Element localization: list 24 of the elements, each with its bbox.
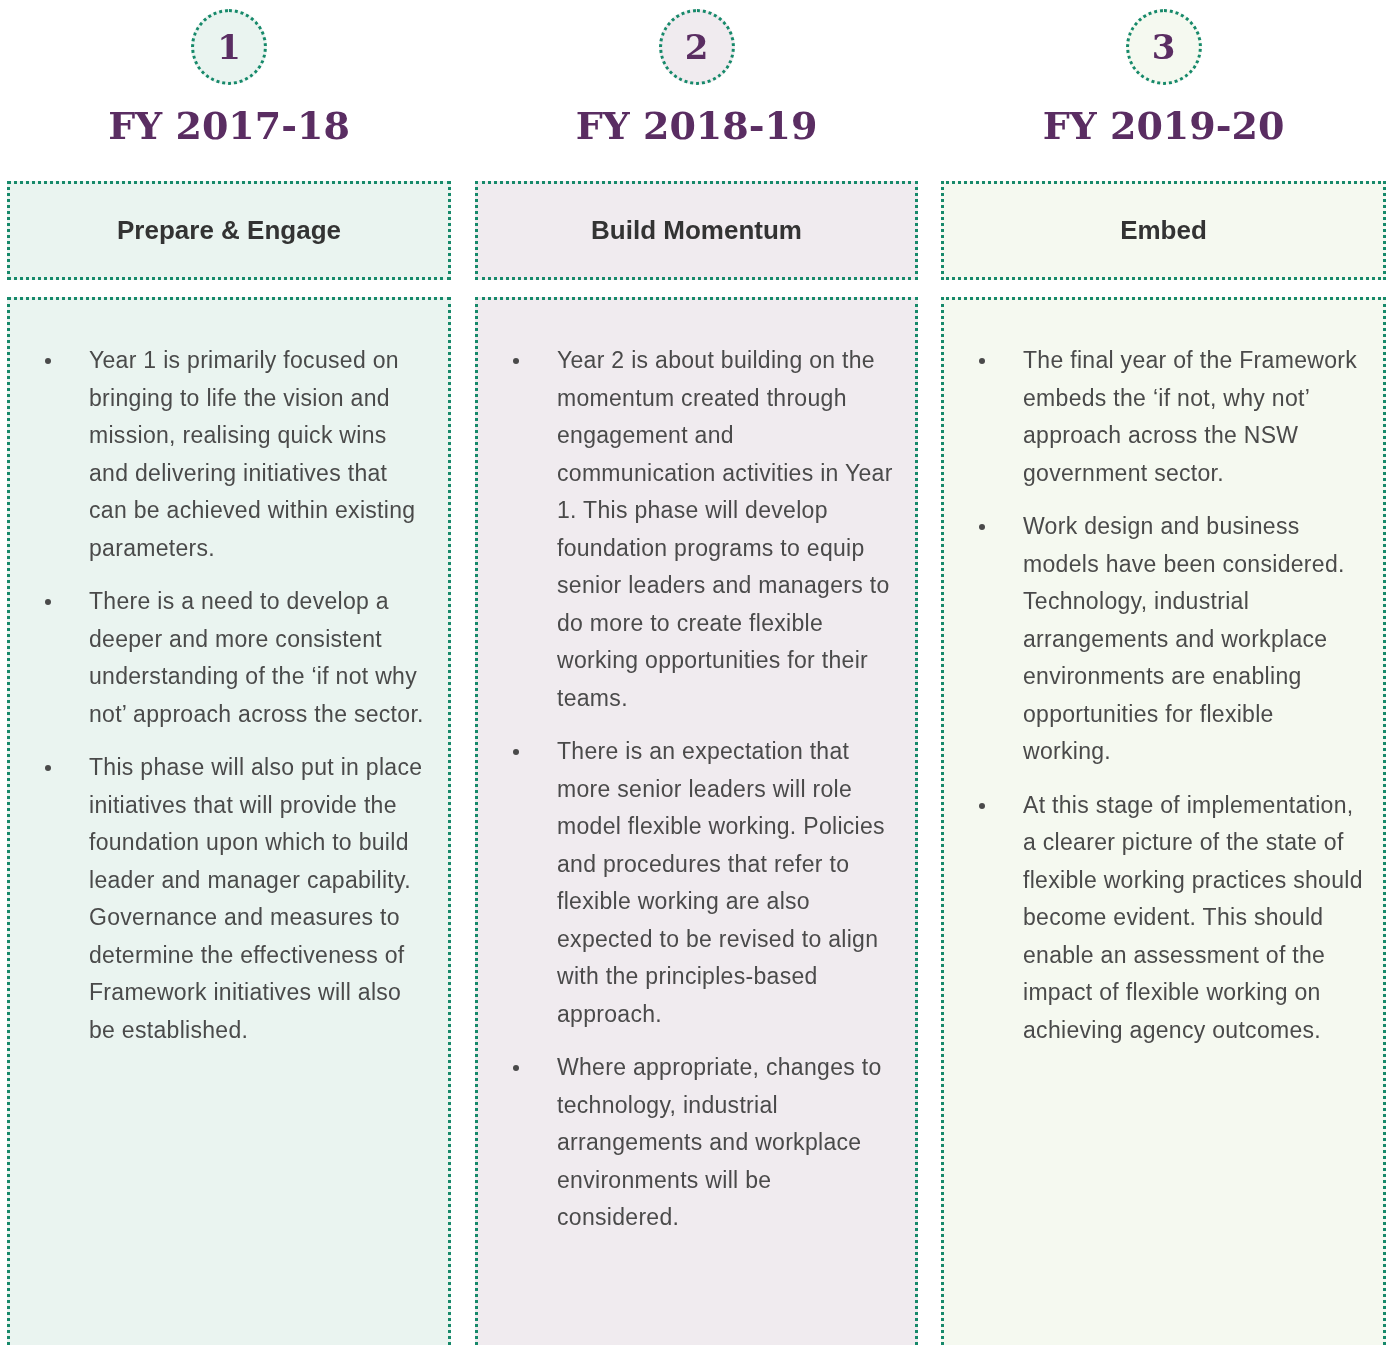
description-panel: [475, 297, 918, 1345]
year-heading: FY 2018-19: [575, 103, 818, 148]
step-number: 3: [1151, 27, 1176, 67]
bullet-text: There is a need to develop a deeper and more consistent understanding of the ‘if not why not’ approach across the sector.: [89, 588, 424, 727]
bullet-text: Year 1 is primarily focused on bringing to life the vision and mission, realising quick wins and delivering initiatives that can be achieved within existing parameters.: [89, 347, 416, 561]
phase-header-box: [475, 181, 918, 280]
bullet-text: There is an expectation that more senior leaders will role model flexible working. Policies and procedures that refer to flexible working are also expected to be revised to align with the principles-based approach.: [557, 738, 885, 1027]
phase-title: Prepare & Engage: [117, 215, 341, 246]
bullet-text: Where appropriate, changes to technology, industrial arrangements and workplace environments will be considered.: [557, 1054, 882, 1230]
step-number: 1: [217, 27, 241, 67]
phase-title: Embed: [1120, 215, 1207, 246]
phase-header-box: [7, 181, 451, 280]
bullet-text: Work design and business models have been considered. Technology, industrial arrangements and workplace environments are enabling opportunities for flexible working.: [1023, 513, 1345, 764]
bullet-text: Year 2 is about building on the momentum created through engagement and communication activities in Year 1. This phase will develop foundation programs to equip senior leaders and managers to do more to create flexible working opportunities for their teams.: [557, 347, 893, 711]
description-panel: [7, 297, 451, 1345]
phase-header-box: [941, 181, 1386, 280]
phase-title: Build Momentum: [591, 215, 802, 246]
bullet-text: This phase will also put in place initiatives that will provide the foundation upon which to build leader and manager capability. Governance and measures to determine the effectiveness of Framework initiatives will also be established.: [89, 754, 423, 1043]
bullet-text: The final year of the Framework embeds the ‘if not, why not’ approach across the NSW government sector.: [1023, 347, 1357, 486]
step-number: 2: [684, 27, 709, 67]
year-heading: FY 2017-18: [108, 103, 350, 148]
bullet-text: At this stage of implementation, a clearer picture of the state of flexible working practices should become evident. This should enable an assessment of the impact of flexible working on achieving agency outcomes.: [1023, 791, 1363, 1043]
description-panel: [941, 297, 1386, 1345]
year-heading: FY 2019-20: [1042, 103, 1285, 148]
